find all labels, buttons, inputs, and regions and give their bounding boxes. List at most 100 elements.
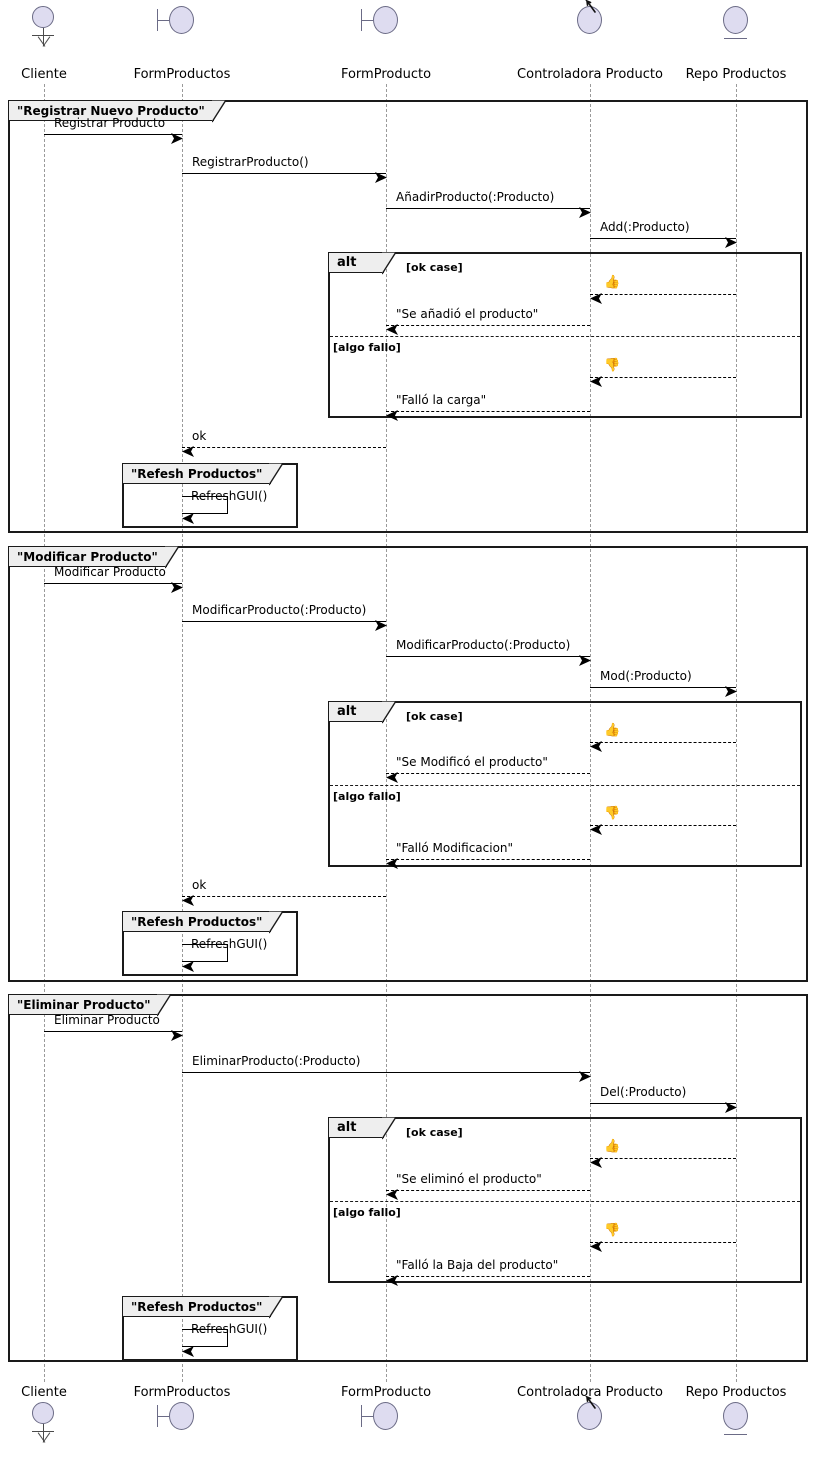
message-arrowhead (590, 737, 602, 752)
self-message-right (227, 1329, 228, 1347)
lifeline-1 (182, 84, 183, 1382)
entity-base (724, 1434, 747, 1435)
self-message (182, 1329, 228, 1347)
message-label: Eliminar Producto (54, 1013, 160, 1027)
icon-shape (723, 1402, 748, 1435)
message-line (386, 859, 590, 860)
message-label: Mod(:Producto) (600, 669, 692, 683)
message-label: "Se añadió el producto" (396, 307, 539, 321)
actor-head (32, 1402, 54, 1424)
participant-label-top-1: FormProductos (133, 67, 231, 82)
actor-head (32, 6, 54, 28)
alt-tab-corner (381, 700, 397, 724)
thumbs-up-icon: 👍 (604, 723, 621, 738)
self-message-top (182, 944, 228, 945)
icon-circle (577, 6, 602, 34)
self-message-right (227, 944, 228, 962)
message-line (182, 1072, 590, 1073)
message-label: "Falló la carga" (396, 393, 487, 407)
message-line (386, 1276, 590, 1277)
alt-label-tab: alt (328, 700, 397, 724)
message-line (590, 742, 736, 743)
message-line (590, 1242, 736, 1243)
self-message-top (182, 1329, 228, 1330)
participant-label-bottom-2: FormProducto (340, 1385, 432, 1400)
frame-label-tab: "Modificar Producto" (8, 545, 180, 569)
nested-frame-label: "Refesh Productos" (131, 1299, 263, 1314)
control-arrow (584, 1395, 596, 1409)
message-arrowhead (725, 682, 737, 697)
nested-frame: "Refesh Productos" (122, 462, 298, 528)
message-arrowhead (590, 820, 602, 835)
icon-shape (157, 6, 194, 34)
alt-tab-corner (381, 251, 397, 275)
message-arrowhead (171, 578, 183, 593)
message-label: "Falló Modificacion" (396, 841, 514, 855)
message-arrowhead (386, 768, 398, 783)
message-arrowhead (579, 1067, 591, 1082)
self-message-label: RefreshGUI() (191, 937, 268, 951)
self-message-label: RefreshGUI() (191, 489, 268, 503)
actor-body (43, 1424, 44, 1442)
self-message-arrowhead (182, 1342, 194, 1357)
message-label: Registrar Producto (54, 116, 166, 130)
actor-arms (32, 35, 54, 36)
message-label: "Se eliminó el producto" (396, 1172, 542, 1186)
frame-tab-corner (164, 545, 180, 569)
alt-label-tab: alt (328, 1116, 397, 1140)
alt-label: alt (337, 1120, 357, 1135)
message-line (590, 825, 736, 826)
icon-shape (723, 6, 748, 39)
alt-fragment: alt (328, 1116, 802, 1283)
message-arrowhead (375, 616, 387, 631)
message-line (386, 325, 590, 326)
message-line (386, 1190, 590, 1191)
boundary-stem (361, 20, 373, 21)
sequence-frame: "Registrar Nuevo Producto" (8, 99, 808, 533)
message-label: Del(:Producto) (600, 1085, 687, 1099)
self-message-bottom (182, 1346, 228, 1347)
message-label: "Falló la Baja del producto" (396, 1258, 559, 1272)
message-line (386, 656, 590, 657)
frame-label-tab: "Eliminar Producto" (8, 993, 173, 1017)
message-label: Add(:Producto) (600, 220, 690, 234)
icon-circle (373, 1402, 398, 1430)
message-label: "Se Modificó el producto" (396, 755, 548, 769)
message-arrowhead (386, 406, 398, 421)
message-arrowhead (182, 891, 194, 906)
thumbs-down-icon: 👎 (604, 806, 621, 821)
frame-label-tab: "Registrar Nuevo Producto" (8, 99, 227, 123)
lifeline-3 (590, 84, 591, 1382)
message-label: RegistrarProducto() (192, 155, 309, 169)
message-arrowhead (579, 651, 591, 666)
sequence-frame: "Eliminar Producto" (8, 993, 808, 1362)
nested-frame-label-tab: "Refesh Productos" (122, 1295, 285, 1319)
thumbs-down-icon: 👎 (604, 1223, 621, 1238)
frame-label: "Registrar Nuevo Producto" (17, 103, 205, 118)
message-arrowhead (579, 203, 591, 218)
alt-guard: [ok case] (406, 1126, 463, 1139)
message-line (590, 238, 736, 239)
message-arrowhead (386, 320, 398, 335)
control-arrow (584, 0, 596, 13)
alt-tab-corner (381, 1116, 397, 1140)
alt-label: alt (337, 704, 357, 719)
message-label: ModificarProducto(:Producto) (396, 638, 571, 652)
icon-circle (169, 1402, 194, 1430)
lifeline-0 (44, 84, 45, 1382)
self-message-top (182, 496, 228, 497)
icon-circle (169, 6, 194, 34)
message-arrowhead (171, 1026, 183, 1041)
message-arrowhead (590, 1237, 602, 1252)
message-label: ModificarProducto(:Producto) (192, 603, 367, 617)
nested-frame: "Refesh Productos" (122, 910, 298, 976)
alt-guard: [algo fallo] (333, 1206, 401, 1219)
message-arrowhead (725, 233, 737, 248)
self-message (182, 496, 228, 514)
message-label: AñadirProducto(:Producto) (396, 190, 555, 204)
participant-label-top-2: FormProducto (340, 67, 432, 82)
alt-fragment: alt (328, 251, 802, 418)
nested-frame-label: "Refesh Productos" (131, 914, 263, 929)
sequence-frame: "Modificar Producto" (8, 545, 808, 982)
